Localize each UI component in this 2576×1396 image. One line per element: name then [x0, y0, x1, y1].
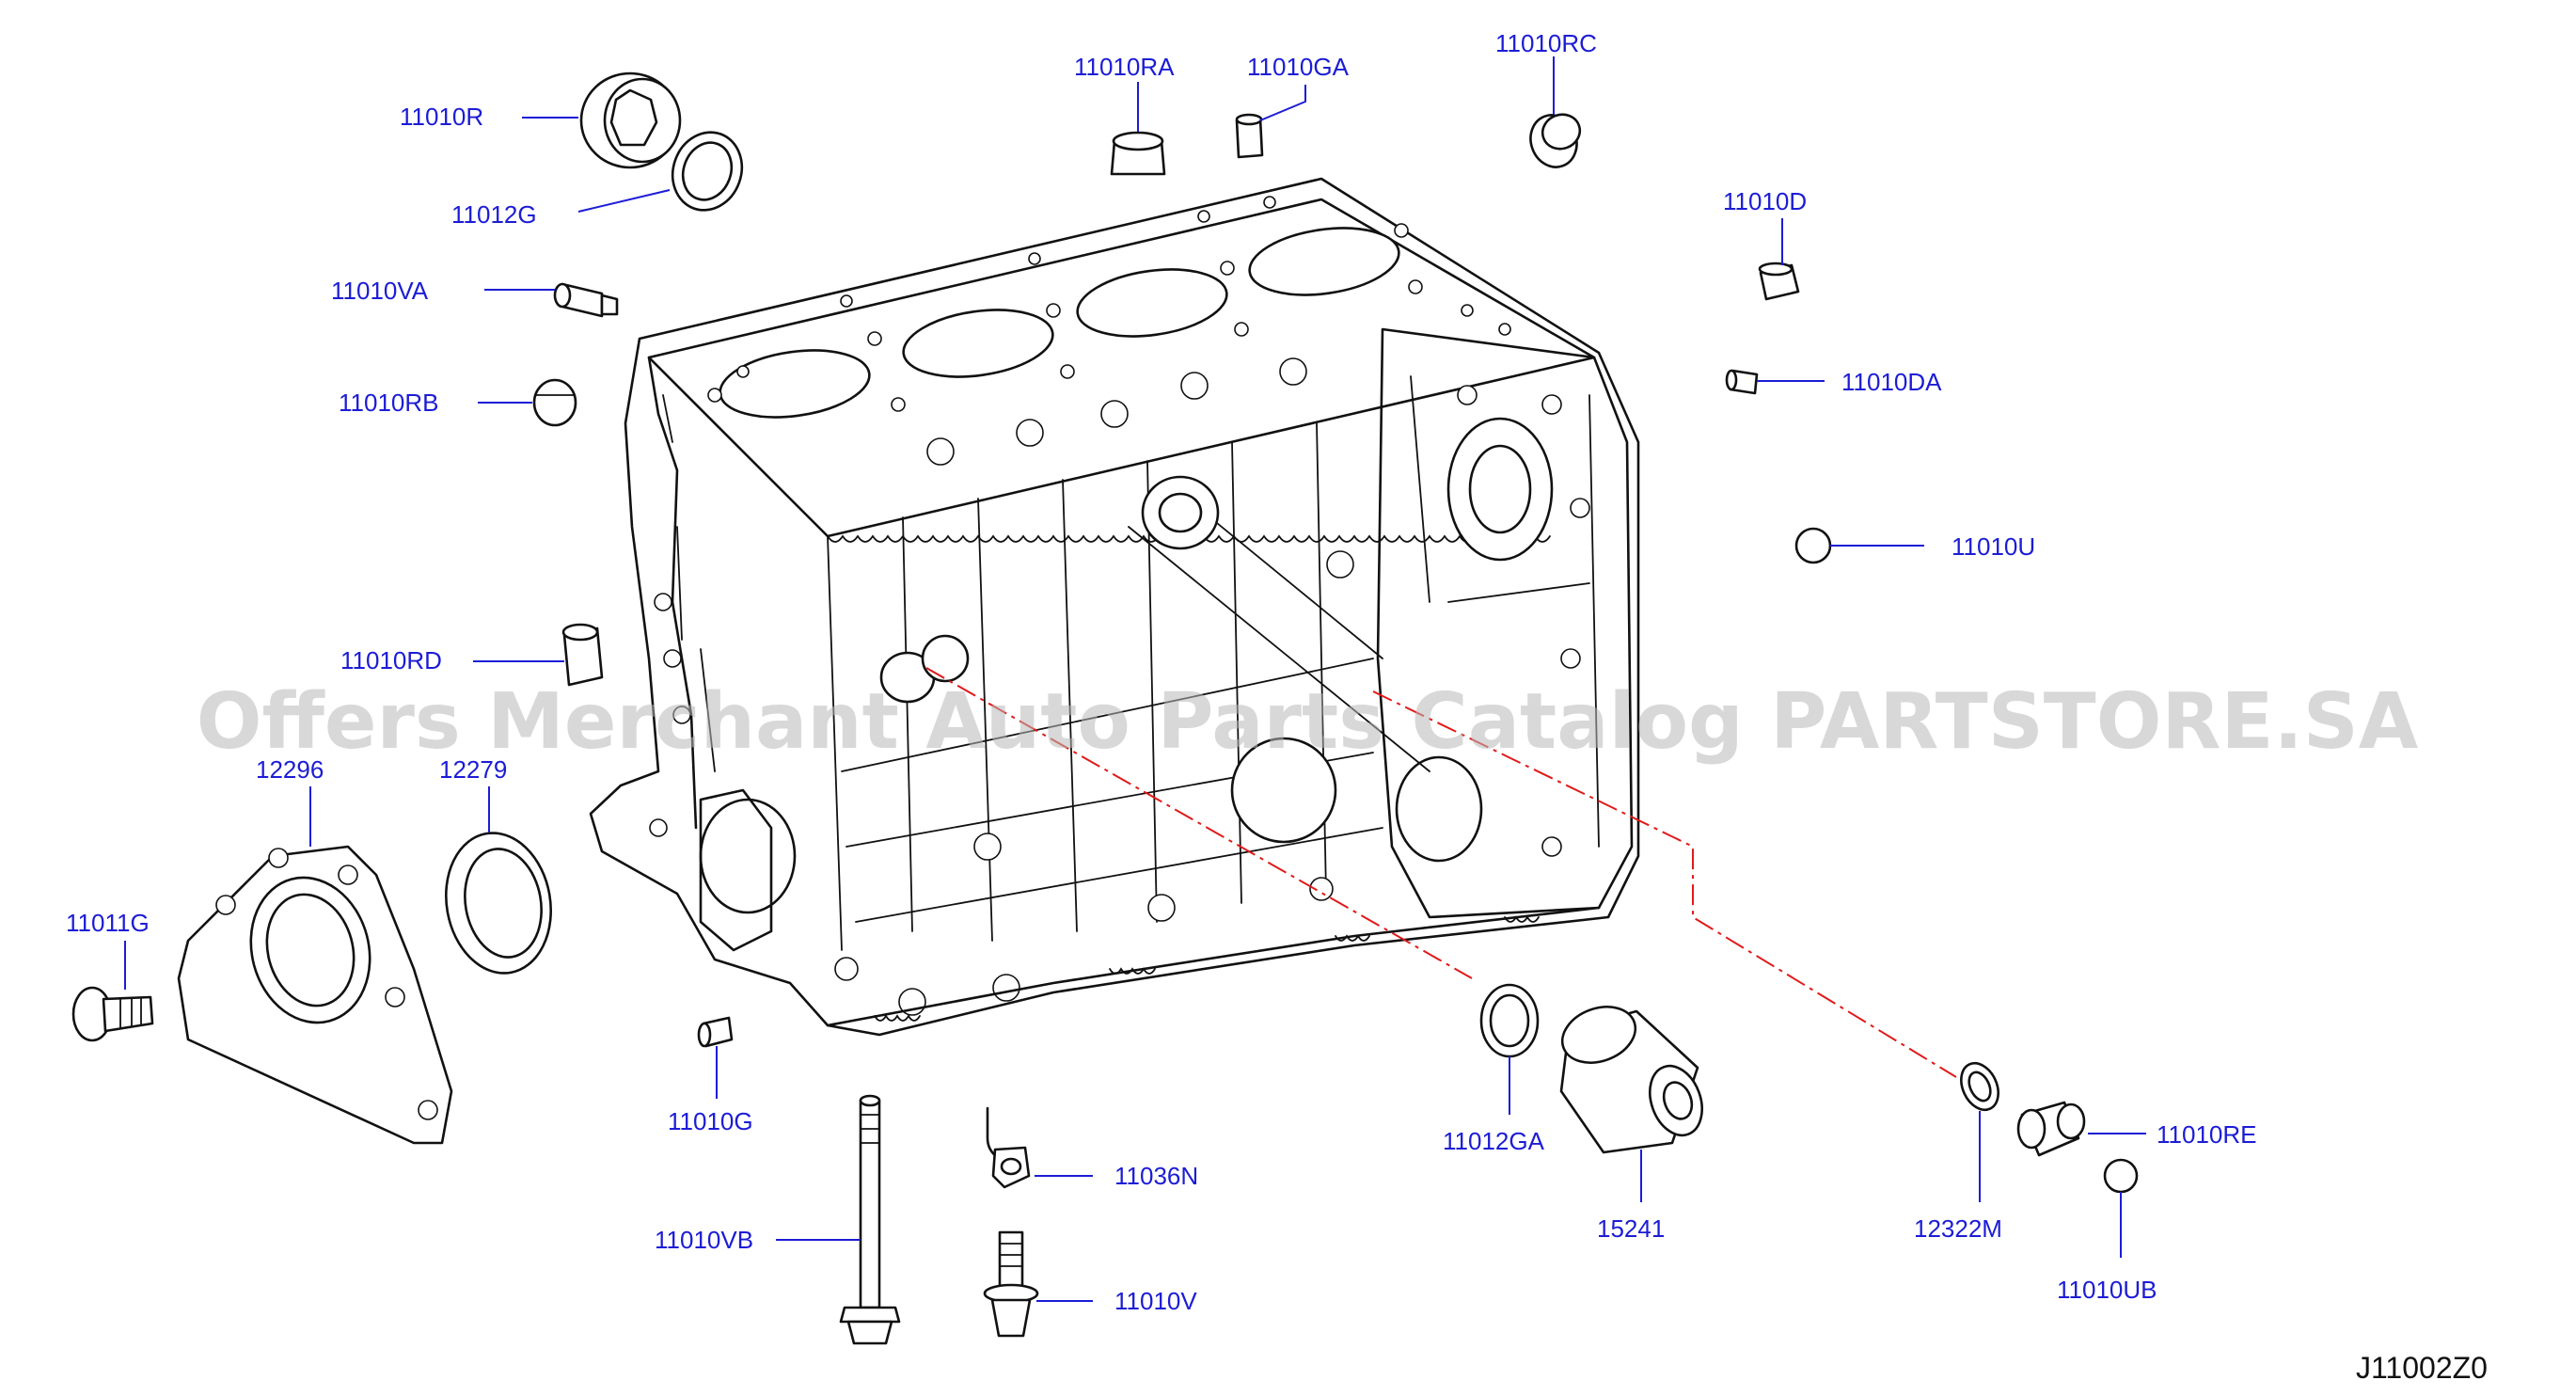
label-11010DA[interactable]: 11010DA: [1841, 368, 1942, 396]
part-labels: 11010R 11012G 11010VA 11010RB 11010RD 12…: [66, 29, 2257, 1315]
drain-guide-line: [1372, 690, 1957, 1078]
label-11010R[interactable]: 11010R: [400, 103, 483, 131]
washer-11012GA-drawing: [1479, 983, 1540, 1058]
washer-12322M-drawing: [1960, 1061, 1999, 1112]
bolt-11011G-drawing: [71, 986, 154, 1042]
label-15241[interactable]: 15241: [1597, 1214, 1665, 1243]
label-11011G[interactable]: 11011G: [66, 909, 150, 937]
dowel-11010GA-drawing: [1235, 113, 1264, 159]
label-11010RA[interactable]: 11010RA: [1074, 53, 1175, 81]
dowel-11010D-drawing: [1758, 262, 1800, 301]
plug-11010RE-drawing: [2016, 1101, 2086, 1157]
ball-11010UB-drawing: [2103, 1158, 2139, 1194]
stud-11010V-drawing: [983, 1230, 1039, 1338]
cylinder-block: [589, 177, 1640, 1037]
dowel-11010G-drawing: [697, 1016, 734, 1048]
deck-holes: [707, 196, 1511, 412]
plug-11010RB-drawing: [532, 378, 577, 427]
plug-11010RD-drawing: [561, 623, 604, 687]
stud-11010VA-drawing: [553, 282, 619, 318]
label-11010RE[interactable]: 11010RE: [2157, 1120, 2257, 1149]
bolt-11010VB-drawing: [839, 1094, 901, 1345]
label-11010G[interactable]: 11010G: [668, 1107, 753, 1135]
label-12296[interactable]: 12296: [256, 755, 324, 784]
label-12322M[interactable]: 12322M: [1914, 1214, 2002, 1243]
label-11010VB[interactable]: 11010VB: [655, 1226, 753, 1254]
label-11010VA[interactable]: 11010VA: [331, 277, 429, 305]
label-11010RD[interactable]: 11010RD: [340, 646, 442, 674]
label-11036N[interactable]: 11036N: [1114, 1162, 1198, 1190]
label-11010D[interactable]: 11010D: [1723, 187, 1807, 215]
connector-15241-drawing: [1559, 1006, 1703, 1154]
label-11010GA[interactable]: 11010GA: [1247, 53, 1350, 81]
plug-11010R-drawing: [579, 71, 682, 169]
diagram-code: J11002Z0: [2356, 1351, 2488, 1385]
dowel-11010DA-drawing: [1725, 369, 1759, 395]
label-12279[interactable]: 12279: [439, 755, 507, 784]
watermark-text: Offers Merchant Auto Parts Catalog PARTS…: [197, 677, 2419, 767]
label-11010RB[interactable]: 11010RB: [339, 389, 439, 417]
label-11010U[interactable]: 11010U: [1952, 532, 2035, 561]
ball-11010U-drawing: [1794, 527, 1832, 564]
plug-11010RA-drawing: [1110, 131, 1166, 176]
leader-lines: [124, 56, 2146, 1302]
seal-12279-drawing: [444, 832, 553, 975]
label-11010UB[interactable]: 11010UB: [2057, 1276, 2157, 1304]
label-11012G[interactable]: 11012G: [451, 200, 537, 229]
oil-filter-guide-line: [925, 667, 1473, 979]
jet-11036N-drawing: [986, 1106, 1031, 1189]
plug-11010RC-drawing: [1529, 113, 1582, 168]
washer-11012G-drawing: [671, 131, 744, 212]
retainer-12296-drawing: [177, 845, 453, 1145]
label-11010RC[interactable]: 11010RC: [1495, 29, 1597, 57]
label-11010V[interactable]: 11010V: [1114, 1287, 1197, 1315]
label-11012GA[interactable]: 11012GA: [1443, 1127, 1545, 1155]
